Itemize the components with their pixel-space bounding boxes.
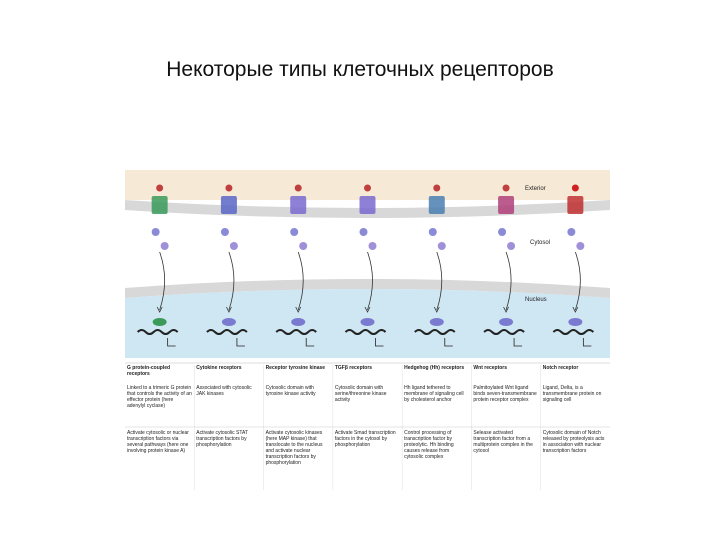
slide-title: Некоторые типы клеточных рецепторов (166, 58, 554, 81)
exterior-label: Exterior (525, 186, 546, 192)
column-description-1: Associated with cytosolic JAK kinases (196, 385, 252, 397)
signal-arrowhead-3 (364, 306, 371, 313)
signal-arrowhead-6 (572, 306, 579, 313)
transcription-factor-1 (221, 318, 236, 326)
column-activation-2: Activate cytosolic kinases (here MAP kin… (265, 430, 323, 466)
transcription-arrow-4 (444, 338, 453, 347)
ligand-3 (364, 184, 371, 192)
column-header-4: Hedgehog (Hh) receptors (404, 365, 465, 371)
effector-a-5 (498, 228, 507, 236)
signal-arrowhead-0 (156, 306, 163, 313)
ligand-2 (294, 184, 302, 192)
transcription-arrow-0 (167, 338, 176, 347)
signal-arrow-0 (159, 251, 166, 311)
signal-arrow-6 (574, 251, 581, 311)
column-activation-1: Activate cytosolic STAT transcription fa… (196, 430, 248, 448)
receptor-diagram: Exterior Cytosol Nucleus G protein-coupl… (125, 170, 610, 490)
transcription-arrow-1 (236, 338, 245, 347)
column-activation-6: Cytosolic domain of Notch released by pr… (542, 430, 605, 454)
column-description-3: Cytosolic domain with serine/threonine k… (334, 385, 387, 403)
transcription-factor-4 (429, 318, 444, 326)
column-header-3: TGFβ receptors (334, 365, 373, 371)
dna-2 (275, 329, 317, 335)
receptor-6 (567, 196, 584, 214)
signal-arrowhead-1 (226, 306, 232, 313)
effector-a-3 (359, 228, 368, 236)
column-description-2: Cytosolic domain with tyrosine kinase ac… (265, 385, 316, 397)
transcription-factor-5 (499, 318, 514, 326)
ligand-0 (156, 184, 164, 192)
transcription-factor-0 (152, 318, 167, 326)
effector-a-4 (428, 228, 437, 236)
effector-a-6 (567, 228, 576, 236)
effector-a-2 (290, 228, 299, 236)
column-header-0: G protein-coupled receptors (127, 365, 171, 377)
dna-4 (414, 329, 456, 335)
column-description-5: Palmitoylated Wnt ligand binds seven-tra… (473, 385, 537, 403)
transcription-arrow-6 (582, 338, 592, 347)
column-header-6: Notch receptor (542, 365, 579, 371)
nucleus-label: Nucleus (525, 297, 547, 303)
dna-5 (483, 329, 525, 335)
column-description-4: Hh ligand tethered to membrane of signal… (404, 385, 464, 403)
dna-0 (136, 329, 179, 335)
column-header-1: Cytokine receptors (196, 365, 242, 371)
effector-b-6 (576, 242, 585, 250)
column-activation-5: Selease activated transcription factor f… (473, 430, 533, 454)
column-header-5: Wnt receptors (473, 365, 508, 371)
signal-arrow-2 (297, 251, 304, 311)
effector-b-3 (368, 242, 377, 250)
dna-3 (344, 329, 387, 335)
effector-b-1 (229, 242, 238, 250)
effector-a-0 (151, 228, 160, 236)
signal-arrowhead-2 (295, 306, 302, 313)
transcription-factor-6 (568, 318, 583, 326)
receptor-3 (359, 196, 376, 214)
transcription-arrow-3 (375, 338, 384, 347)
ligand-6 (571, 184, 579, 192)
dna-1 (206, 329, 248, 335)
column-description-0: Linked to a trimeric G protein that cont… (127, 385, 192, 409)
receptor-4 (428, 196, 445, 214)
diagram-canvas (125, 170, 610, 490)
cytosol-label: Cytosol (530, 240, 551, 246)
transcription-factor-3 (360, 318, 375, 326)
signal-arrowhead-4 (433, 306, 440, 313)
effector-b-4 (437, 242, 446, 250)
signal-arrow-3 (367, 251, 373, 311)
dna-6 (552, 329, 595, 335)
signal-arrow-4 (436, 251, 443, 311)
transcription-arrow-5 (513, 338, 523, 347)
signal-arrowhead-5 (503, 306, 509, 313)
column-description-6: Ligand, Delta, is a transmembrane protei… (542, 385, 602, 403)
column-activation-4: Control processing of transcription fact… (404, 430, 454, 460)
column-activation-0: Activate cytosolic or nuclear transcript… (127, 430, 189, 454)
signal-arrow-1 (228, 251, 235, 311)
transcription-factor-2 (291, 318, 306, 326)
effector-b-2 (299, 242, 308, 250)
column-header-2: Receptor tyrosine kinase (265, 365, 326, 371)
column-activation-3: Activate Smad transcription factors in t… (334, 430, 396, 448)
receptor-5 (498, 196, 515, 214)
effector-a-1 (220, 228, 229, 236)
nuclear-envelope (125, 279, 610, 298)
effector-b-0 (160, 242, 169, 250)
transcription-arrow-2 (305, 338, 315, 347)
receptor-0 (151, 196, 168, 214)
effector-b-5 (507, 242, 516, 250)
receptor-1 (220, 196, 237, 214)
ligand-5 (502, 184, 510, 192)
ligand-4 (433, 184, 441, 192)
signal-arrow-5 (505, 251, 512, 311)
ligand-1 (225, 184, 233, 192)
receptor-2 (290, 196, 307, 214)
